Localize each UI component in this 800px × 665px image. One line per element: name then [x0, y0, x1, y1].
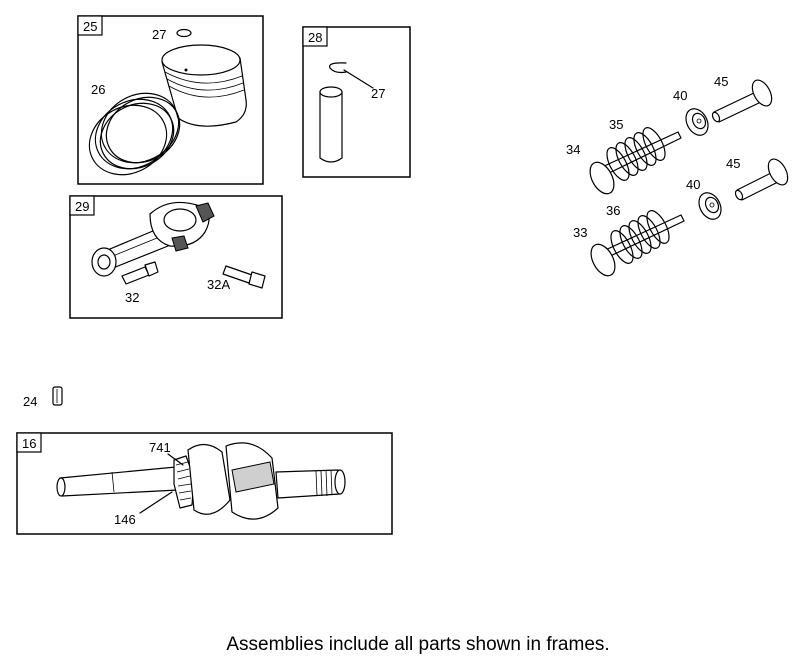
label-146-crankshaft-gear: 146 [114, 512, 136, 527]
label-36-valve-spring: 36 [606, 203, 620, 218]
retainer-40-icon [685, 108, 709, 136]
piston-pin-icon [319, 86, 343, 163]
piston-icon [161, 44, 247, 127]
frame-28-piston-pin: 28 27 [302, 26, 411, 178]
bolt-32a-icon [222, 265, 266, 289]
valve-34-icon [589, 131, 682, 195]
label-26-piston-rings: 26 [91, 82, 105, 97]
label-40-valve-retainer-lower: 40 [686, 177, 700, 192]
tappet-45-lower-icon [734, 158, 789, 201]
lower-valve-assembly: 33 36 40 45 [573, 156, 789, 277]
part-24-key: 24 [23, 386, 63, 409]
key-icon [52, 386, 63, 406]
diagram-caption: Assemblies include all parts shown in fr… [226, 634, 609, 655]
valve-33-icon [590, 214, 685, 277]
label-35-valve-spring: 35 [609, 117, 623, 132]
frame-25-piston-assembly: 25 27 26 [77, 15, 264, 185]
label-32-bolt: 32 [125, 290, 139, 305]
label-34-exhaust-valve: 34 [566, 142, 580, 157]
label-27-piston-clip: 27 [152, 27, 166, 42]
label-24-key: 24 [23, 394, 37, 409]
valve-spring-36-icon [610, 210, 670, 264]
crankshaft-icon [56, 442, 346, 520]
label-32a-bolt: 32A [207, 277, 230, 292]
piston-rings-icon [88, 92, 181, 176]
frame-29-connecting-rod: 29 32 32A [69, 195, 283, 319]
valve-spring-35-icon [606, 127, 666, 181]
label-741-crankshaft-gear-key: 741 [149, 440, 171, 455]
label-40-valve-retainer: 40 [673, 88, 687, 103]
label-27-pin-clip: 27 [371, 86, 385, 101]
frame-25-tag: 25 [83, 19, 97, 34]
label-33-intake-valve: 33 [573, 225, 587, 240]
frame-28-tag: 28 [308, 30, 322, 45]
bolt-32-icon [121, 261, 159, 285]
tappet-45-icon [711, 79, 773, 123]
upper-valve-assembly: 34 35 40 45 [566, 74, 773, 195]
frame-16-crankshaft: 16 741 146 [16, 432, 393, 535]
label-45-valve-tappet: 45 [714, 74, 728, 89]
retainer-40-lower-icon [698, 192, 722, 220]
connecting-rod-icon [91, 201, 215, 277]
frame-29-tag: 29 [75, 199, 89, 214]
pin-clip-icon [329, 62, 347, 74]
label-45-valve-tappet-lower: 45 [726, 156, 740, 171]
frame-16-tag: 16 [22, 436, 36, 451]
